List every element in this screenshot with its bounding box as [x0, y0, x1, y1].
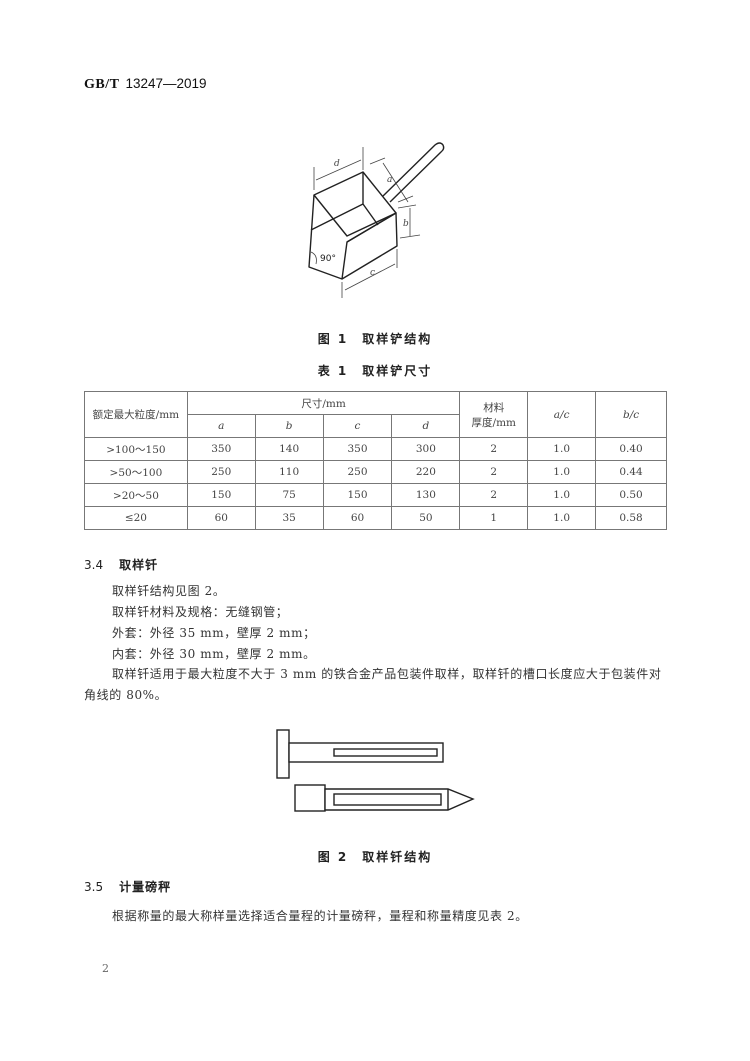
cell-b: 75 [254, 483, 324, 507]
cell-a-over-c: 1.0 [527, 506, 597, 530]
table-row: >50～100 250 110 250 220 2 1.0 0.44 [84, 460, 667, 484]
table-row: >20～50 150 75 150 130 2 1.0 0.50 [84, 483, 667, 507]
header-a-over-c: a/c [527, 391, 597, 438]
header-thickness: 材料 厚度/mm [459, 391, 529, 438]
paragraph: 取样钎材料及规格：无缝钢管； [112, 605, 289, 619]
paragraph: 取样钎结构见图 2。 [112, 584, 226, 598]
cell-b: 140 [254, 437, 324, 461]
cell-d: 50 [391, 506, 461, 530]
table-row: >100～150 350 140 350 300 2 1.0 0.40 [84, 437, 667, 461]
cell-a: 350 [186, 437, 256, 461]
standard-prefix: GB/T [84, 77, 120, 92]
cell-d: 220 [391, 460, 461, 484]
dim-label-c: c [370, 268, 375, 278]
header-b-over-c: b/c [595, 391, 667, 438]
cell-c: 350 [322, 437, 393, 461]
cell-range: >100～150 [84, 437, 188, 461]
dim-label-a: a [387, 175, 392, 185]
angle-label: 90° [320, 254, 336, 264]
cell-c: 150 [322, 483, 393, 507]
cell-c: 250 [322, 460, 393, 484]
header-b: b [254, 414, 324, 438]
table-row: ≤20 60 35 60 50 1 1.0 0.58 [84, 506, 667, 530]
figure1-caption: 图 1 取样铲结构 [317, 332, 433, 346]
section-number: 3.5 [84, 880, 104, 894]
dim-label-b: b [403, 219, 409, 229]
cell-d: 130 [391, 483, 461, 507]
section-title: 取样钎 [119, 558, 159, 572]
cell-b-over-c: 0.40 [595, 437, 667, 461]
section-title: 计量磅秤 [119, 880, 172, 894]
cell-b-over-c: 0.44 [595, 460, 667, 484]
cell-d: 300 [391, 437, 461, 461]
paragraph: 取样钎适用于最大粒度不大于 3 mm 的铁合金产品包装件取样，取样钎的槽口长度应… [84, 667, 662, 702]
page-number: 2 [102, 962, 109, 975]
cell-a: 250 [186, 460, 256, 484]
cell-thickness: 1 [459, 506, 529, 530]
header-size-range: 额定最大粒度/mm [84, 391, 188, 438]
cell-range: ≤20 [84, 506, 188, 530]
paragraph: 外套：外径 35 mm，壁厚 2 mm； [112, 626, 316, 640]
cell-thickness: 2 [459, 460, 529, 484]
cell-c: 60 [322, 506, 393, 530]
header-c: c [322, 414, 393, 438]
cell-a-over-c: 1.0 [527, 437, 597, 461]
header-thickness-line2: 厚度/mm [471, 416, 516, 429]
section-number: 3.4 [84, 558, 104, 572]
cell-a: 60 [186, 506, 256, 530]
standard-number: 13247—2019 [125, 76, 207, 91]
paragraph: 内套：外径 30 mm，壁厚 2 mm。 [112, 647, 316, 661]
cell-a: 150 [186, 483, 256, 507]
cell-range: >50～100 [84, 460, 188, 484]
table1-caption: 表 1 取样铲尺寸 [317, 364, 433, 378]
cell-a-over-c: 1.0 [527, 460, 597, 484]
cell-b-over-c: 0.50 [595, 483, 667, 507]
cell-thickness: 2 [459, 483, 529, 507]
standard-header: GB/T 13247—2019 [84, 76, 207, 93]
cell-range: >20～50 [84, 483, 188, 507]
header-d: d [391, 414, 461, 438]
cell-a-over-c: 1.0 [527, 483, 597, 507]
cell-b: 35 [254, 506, 324, 530]
shovel-dimensions-table: 额定最大粒度/mm 尺寸/mm 材料 厚度/mm a/c b/c a b c d… [84, 391, 667, 530]
cell-b: 110 [254, 460, 324, 484]
header-a: a [186, 414, 256, 438]
paragraph: 根据称量的最大称样量选择适合量程的计量磅秤，量程和称量精度见表 2。 [112, 909, 528, 923]
cell-thickness: 2 [459, 437, 529, 461]
section-3-5-heading: 3.5 计量磅秤 [84, 878, 171, 895]
figure2-caption: 图 2 取样钎结构 [317, 850, 433, 864]
cell-b-over-c: 0.58 [595, 506, 667, 530]
header-thickness-line1: 材料 [483, 401, 505, 414]
dim-label-d: d [334, 159, 340, 169]
sampling-probe-figure [276, 729, 475, 812]
header-dimensions: 尺寸/mm [186, 391, 461, 415]
sampling-shovel-figure: d a b c 90° [308, 142, 445, 298]
section-3-4-heading: 3.4 取样钎 [84, 556, 158, 573]
